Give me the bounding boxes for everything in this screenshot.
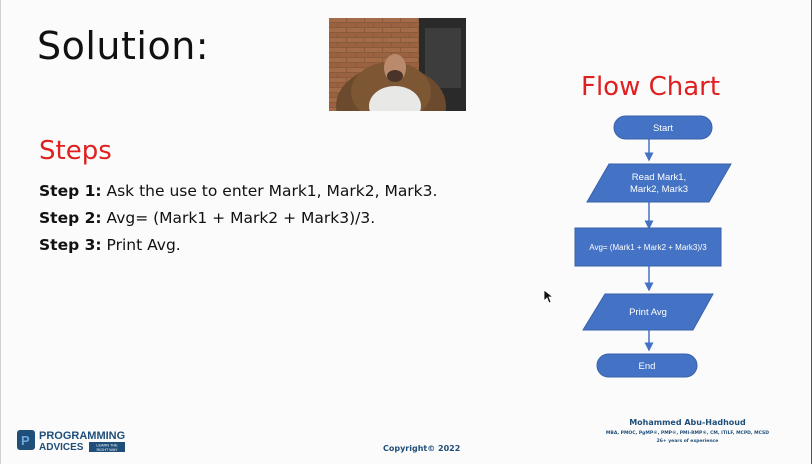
svg-text:P: P xyxy=(21,433,30,448)
mouse-pointer-icon xyxy=(543,289,555,308)
start-label: Start xyxy=(653,123,673,134)
step-2-label: Step 2: xyxy=(39,209,102,227)
steps-heading: Steps xyxy=(39,136,112,166)
logo-graphic: P PROGRAMMING ADVICES LEARN THE RIGHT WA… xyxy=(17,430,125,453)
logo-mark-icon xyxy=(17,430,35,450)
read-input-parallelogram xyxy=(586,163,732,203)
step-1-label: Step 1: xyxy=(39,182,102,200)
author-block: Mohammed Abu-Hadhoud MBA, PMOC, PgMP®, P… xyxy=(606,418,769,444)
slide-title: Solution: xyxy=(37,24,210,68)
author-experience: 26+ years of experience xyxy=(656,439,719,444)
copyright-notice: Copyright© 2022 xyxy=(383,444,461,453)
programming-advices-logo: P PROGRAMMING ADVICES LEARN THE RIGHT WA… xyxy=(15,426,145,458)
flowchart-title: Flow Chart xyxy=(581,72,721,102)
logo-tag-line2: RIGHT WAY xyxy=(96,448,117,452)
read-label-line1: Read Mark1, xyxy=(632,172,686,183)
flowchart-diagram: Start Read Mark1, Mark2, Mark3 Avg= (Mar… xyxy=(574,115,732,378)
step-1: Step 1: Ask the use to enter Mark1, Mark… xyxy=(39,182,437,200)
step-2-text: Avg= (Mark1 + Mark2 + Mark3)/3. xyxy=(106,209,376,227)
logo-tag-line1: LEARN THE xyxy=(96,444,118,448)
end-terminator xyxy=(596,353,698,378)
author-credentials: MBA, PMOC, PgMP®, PMP®, PMI-RMP®, CM, IT… xyxy=(605,431,769,436)
webcam-video-feed xyxy=(329,18,466,111)
print-label: Print Avg xyxy=(629,307,667,318)
end-label: End xyxy=(639,361,656,372)
process-box xyxy=(574,227,722,267)
step-1-text: Ask the use to enter Mark1, Mark2, Mark3… xyxy=(106,182,438,200)
author-name: Mohammed Abu-Hadhoud xyxy=(629,418,746,427)
step-3-text: Print Avg. xyxy=(106,236,181,254)
process-label: Avg= (Mark1 + Mark2 + Mark3)/3 xyxy=(589,243,707,252)
step-2: Step 2: Avg= (Mark1 + Mark2 + Mark3)/3. xyxy=(39,209,375,227)
step-3-label: Step 3: xyxy=(39,236,102,254)
step-3: Step 3: Print Avg. xyxy=(39,236,181,254)
webcam-image xyxy=(329,18,466,111)
start-terminator xyxy=(613,115,713,140)
print-output-parallelogram xyxy=(582,293,714,331)
read-label-line2: Mark2, Mark3 xyxy=(630,184,688,195)
logo-text-line2: ADVICES xyxy=(39,442,84,453)
logo-text-line1: PROGRAMMING xyxy=(39,430,125,442)
